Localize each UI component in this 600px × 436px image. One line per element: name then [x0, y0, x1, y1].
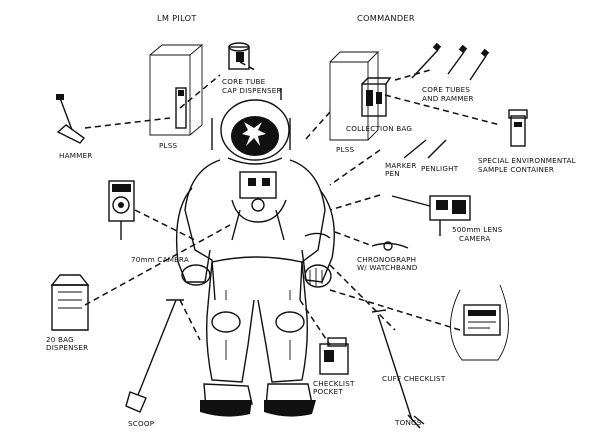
checklist-pocket-icon [319, 337, 349, 375]
tongs-label: TONGS [394, 418, 422, 427]
commander-heading: COMMANDER [357, 13, 415, 23]
collection-bag-icon [361, 77, 392, 117]
sample-container-label-1: SPECIAL ENVIRONMENTAL [478, 156, 576, 165]
chronograph-icon [371, 241, 409, 251]
core-tube-cap-dispenser-label-2: CAP DISPENSER [222, 86, 282, 95]
checklist-pocket-label-2: POCKET [313, 387, 343, 396]
scoop-label: SCOOP [128, 419, 155, 428]
lens-camera-label-1: 500mm LENS [452, 225, 503, 234]
plss-right-label: PLSS [336, 145, 355, 154]
lm-pilot-heading: LM PILOT [157, 13, 197, 23]
bag-dispenser-label-2: DISPENSER [46, 343, 88, 352]
core-tube-cap-dispenser-label-1: CORE TUBE [222, 77, 266, 86]
marker-pen-icon [403, 139, 427, 159]
sample-container-label-2: SAMPLE CONTAINER [478, 165, 554, 174]
chronograph-label-2: W/ WATCHBAND [357, 263, 418, 272]
checklist-pocket-label-1: CHECKLIST [313, 379, 355, 388]
camera-70mm-label: 70mm CAMERA [131, 255, 189, 264]
hammer-icon [56, 94, 86, 144]
penlight-label: PENLIGHT [421, 164, 459, 173]
scoop-icon [125, 299, 184, 413]
penlight-icon [427, 139, 447, 159]
core-tubes-label-2: AND RAMMER [422, 94, 474, 103]
collection-bag-label: COLLECTION BAG [346, 124, 412, 133]
core-tubes-icon [411, 42, 490, 81]
camera-70mm-icon [108, 180, 135, 240]
bag-dispenser-icon [50, 274, 90, 331]
tongs-icon [371, 309, 425, 429]
helmet [220, 88, 290, 161]
bag-dispenser-label-1: 20 BAG [46, 335, 74, 344]
plss-left-box [149, 44, 204, 136]
core-tube-cap-dispenser-icon [228, 42, 250, 70]
hammer-label: HAMMER [59, 151, 92, 160]
core-tubes-label-1: CORE TUBES [422, 85, 470, 94]
plss-left-label: PLSS [159, 141, 178, 150]
lens-camera-label-2: CAMERA [459, 234, 491, 243]
chronograph-label-1: CHRONOGRAPH [357, 255, 416, 264]
cuff-checklist-icon [450, 284, 509, 361]
cuff-checklist-label: CUFF CHECKLIST [382, 374, 446, 383]
leader-lines [84, 61, 501, 346]
boots [200, 383, 316, 417]
marker-pen-label-2: PEN [385, 169, 400, 178]
sample-container-icon [508, 109, 528, 147]
astronaut-figure [175, 88, 335, 417]
lens-camera-500mm-icon [391, 195, 471, 236]
marker-pen-label-1: MARKER [385, 161, 417, 170]
